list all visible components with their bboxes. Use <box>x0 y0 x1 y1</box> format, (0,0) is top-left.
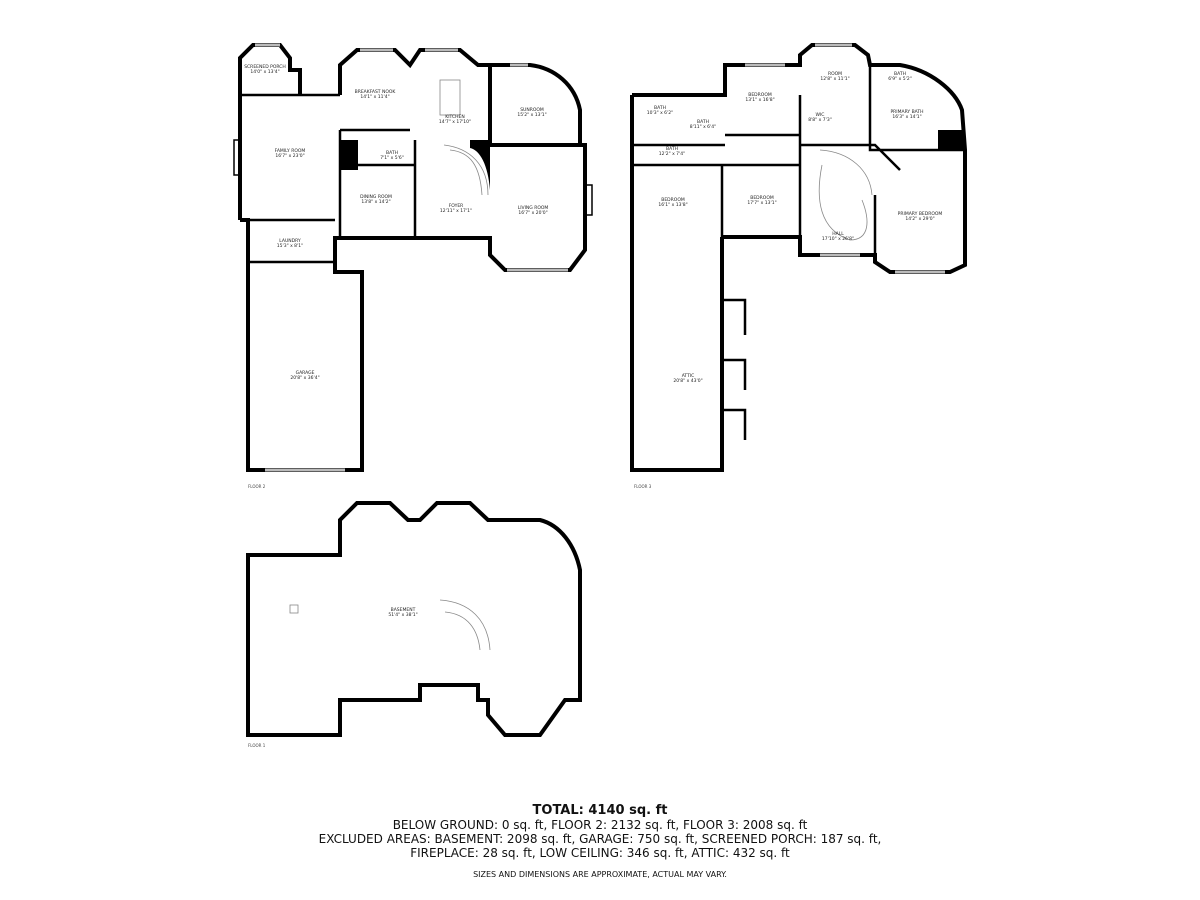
excluded-areas-cont: FIREPLACE: 28 sq. ft, LOW CEILING: 346 s… <box>410 846 790 860</box>
disclaimer: SIZES AND DIMENSIONS ARE APPROXIMATE, AC… <box>473 870 727 879</box>
floor-areas: BELOW GROUND: 0 sq. ft, FLOOR 2: 2132 sq… <box>392 818 808 832</box>
excluded-areas: EXCLUDED AREAS: BASEMENT: 2098 sq. ft, G… <box>318 832 882 846</box>
floor-plan-left <box>233 43 593 472</box>
total-area: TOTAL: 4140 sq. ft <box>532 803 668 818</box>
floor-plan-right <box>630 43 967 472</box>
floor-label: FLOOR 2 <box>248 484 266 489</box>
floor-label: FLOOR 1 <box>248 743 266 748</box>
room-name: SCREENED PORCH <box>244 64 286 70</box>
floor-plan-basement <box>246 501 582 737</box>
floor-label: FLOOR 3 <box>634 484 652 489</box>
